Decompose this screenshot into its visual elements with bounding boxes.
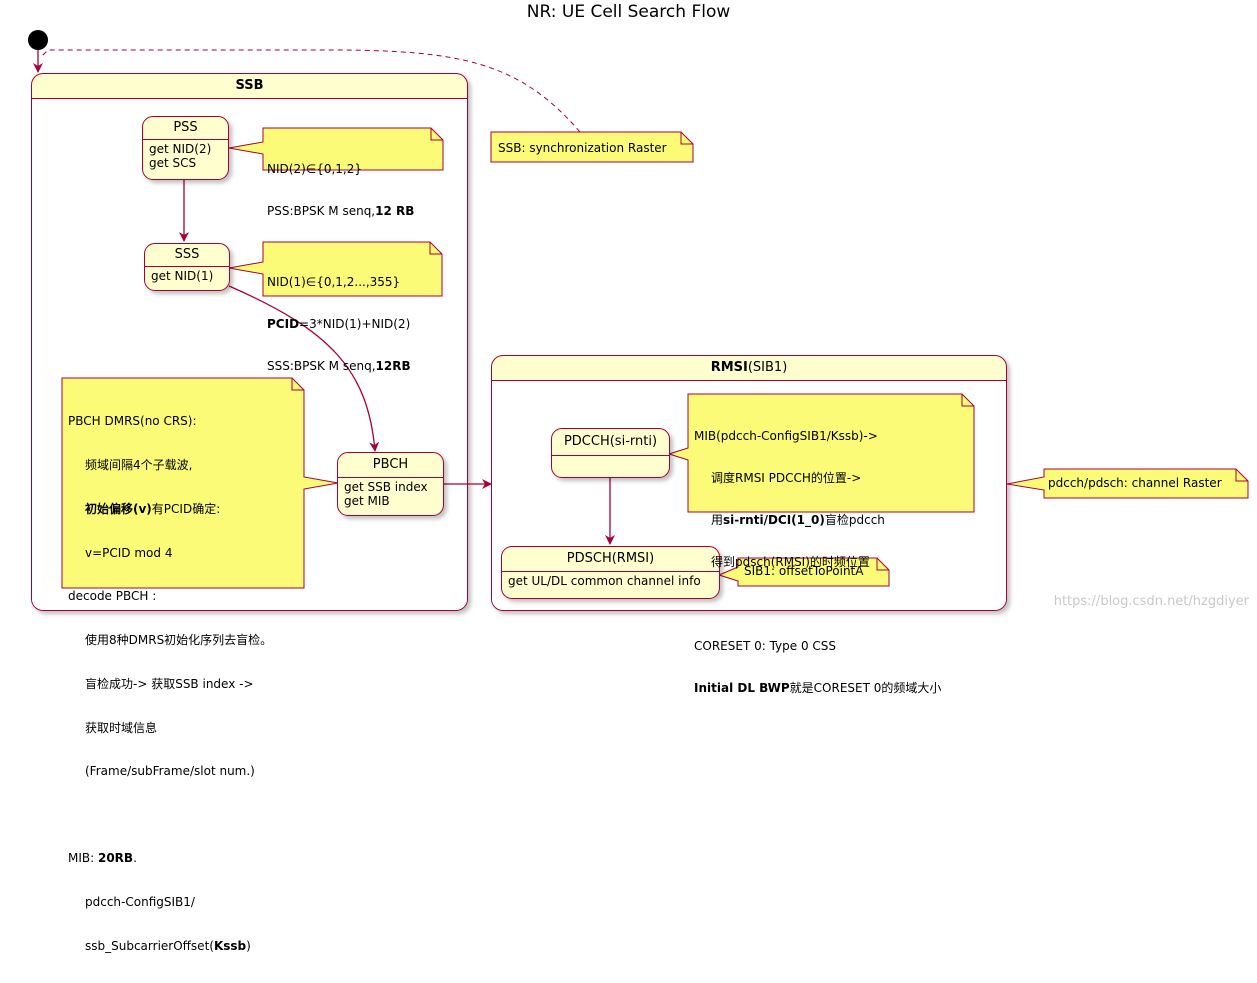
note-pss-line2-bold: 12 RB bbox=[375, 204, 415, 218]
note-sib1: SIB1: offsetToPointA bbox=[738, 558, 863, 586]
note-pbch-line10-end: . bbox=[133, 851, 137, 866]
note-pss-shape bbox=[228, 127, 444, 171]
note-pbch-line1: PBCH DMRS(no CRS): bbox=[68, 414, 197, 429]
note-pss-line1: NID(2)∈{0,1,2} bbox=[267, 162, 363, 176]
note-pbch: PBCH DMRS(no CRS): 频域间隔4个子载波, 初始偏移(v)有PC… bbox=[62, 378, 272, 953]
state-pss: PSS get NID(2) get SCS bbox=[142, 116, 229, 180]
note-sss-line3-bold: 12RB bbox=[375, 359, 411, 373]
note-pbch-line3: 有PCID确定: bbox=[151, 501, 221, 516]
diagram-title: NR: UE Cell Search Flow bbox=[526, 2, 731, 22]
note-channel-raster-shape bbox=[1006, 468, 1249, 499]
state-pdsch-body: get UL/DL common channel info bbox=[508, 574, 701, 588]
note-pbch-line7: 盲检成功-> 获取SSB index -> bbox=[85, 676, 254, 691]
note-sib1-shape bbox=[717, 557, 890, 587]
state-sss-body: get NID(1) bbox=[151, 269, 214, 283]
note-mib: MIB(pdcch-ConfigSIB1/Kssb)-> 调度RMSI PDCC… bbox=[688, 394, 941, 695]
note-channel-raster: pdcch/pdsch: channel Raster bbox=[1044, 469, 1222, 497]
note-sib1-text: SIB1: offsetToPointA bbox=[744, 564, 864, 578]
note-sss-line2: =3*NID(1)+NID(2) bbox=[299, 317, 411, 331]
note-mib-line4: 得到pdsch(RMSI)的时频位置 bbox=[711, 555, 870, 569]
watermark: https://blog.csdn.net/hzgdiyer bbox=[1053, 594, 1249, 609]
note-pss-line2: PSS:BPSK M senq, bbox=[267, 204, 376, 218]
note-pbch-line2: 频域间隔4个子载波, bbox=[85, 457, 193, 472]
note-mib-line2: 调度RMSI PDCCH的位置-> bbox=[711, 471, 862, 485]
note-mib-line5: CORESET 0: Type 0 CSS bbox=[694, 639, 837, 653]
note-pbch-line10: MIB: bbox=[68, 851, 98, 866]
diagram-connectors bbox=[28, 30, 1249, 589]
state-pss-body: get NID(2) get SCS bbox=[149, 142, 212, 170]
raster-note-connector bbox=[39, 49, 581, 133]
note-pbch-line12: ssb_SubcarrierOffset( bbox=[85, 938, 214, 953]
note-raster-shape bbox=[490, 131, 694, 163]
note-raster: SSB: synchronization Raster bbox=[491, 132, 667, 160]
state-pbch: PBCH get SSB index get MIB bbox=[337, 452, 444, 516]
note-pbch-line8: 获取时域信息 bbox=[85, 720, 158, 735]
note-mib-line6: 就是CORESET 0的频域大小 bbox=[789, 681, 942, 695]
note-pbch-line6: 使用8种DMRS初始化序列去盲检。 bbox=[85, 633, 273, 648]
start-node bbox=[28, 30, 48, 50]
state-sss-name: SSS bbox=[145, 244, 229, 267]
note-mib-line3-bold: si-rnti/DCI(1_0) bbox=[723, 513, 825, 527]
note-pss: NID(2)∈{0,1,2} PSS:BPSK M senq,12 RB bbox=[263, 128, 414, 218]
note-sss-shape bbox=[228, 241, 443, 297]
note-raster-text: SSB: synchronization Raster bbox=[498, 141, 667, 155]
note-mib-line3-end: 盲检pdcch bbox=[824, 513, 885, 527]
note-pbch-line9: (Frame/subFrame/slot num.) bbox=[85, 764, 255, 779]
note-pbch-line11: pdcch-ConfigSIB1/ bbox=[85, 895, 195, 910]
note-pbch-line4: v=PCID mod 4 bbox=[85, 545, 173, 560]
note-pbch-line10-bold: 20RB bbox=[97, 851, 134, 866]
note-pbch-line5: decode PBCH : bbox=[68, 589, 157, 604]
state-sss: SSS get NID(1) bbox=[144, 243, 230, 291]
state-pbch-name: PBCH bbox=[338, 453, 443, 478]
note-pbch-line12-end: ) bbox=[246, 938, 251, 953]
state-pbch-body: get SSB index get MIB bbox=[344, 480, 428, 508]
note-mib-line1: MIB(pdcch-ConfigSIB1/Kssb)-> bbox=[694, 429, 878, 443]
note-channel-raster-text: pdcch/pdsch: channel Raster bbox=[1048, 476, 1222, 490]
rmsi-title-bold: RMSI bbox=[710, 360, 748, 375]
state-pdcch: PDCCH(si-rnti) bbox=[551, 428, 670, 478]
note-pbch-line3-bold: 初始偏移(v) bbox=[85, 501, 152, 516]
state-pdcch-name: PDCCH(si-rnti) bbox=[552, 429, 669, 456]
note-mib-shape bbox=[667, 393, 975, 513]
state-pss-name: PSS bbox=[143, 117, 228, 140]
note-sss-line1: NID(1)∈{0,1,2...,355} bbox=[267, 275, 401, 289]
note-sss-line2-bold: PCID bbox=[267, 317, 300, 331]
note-sss: NID(1)∈{0,1,2...,355} PCID=3*NID(1)+NID(… bbox=[263, 242, 411, 373]
note-pbch-line12-bold: Kssb bbox=[213, 938, 247, 953]
state-pdsch-name: PDSCH(RMSI) bbox=[502, 547, 719, 572]
rmsi-container-title: RMSI(SIB1) bbox=[492, 356, 1006, 381]
note-mib-line6-bold: Initial DL BWP bbox=[694, 681, 790, 695]
ssb-container-title: SSB bbox=[32, 74, 467, 99]
rmsi-title-rest: (SIB1) bbox=[747, 360, 788, 375]
arrow-sss-to-pbch bbox=[228, 285, 380, 452]
note-mib-line3: 用 bbox=[711, 513, 724, 527]
note-sss-line3: SSS:BPSK M senq, bbox=[267, 359, 376, 373]
state-pdsch: PDSCH(RMSI) get UL/DL common channel inf… bbox=[501, 546, 720, 599]
